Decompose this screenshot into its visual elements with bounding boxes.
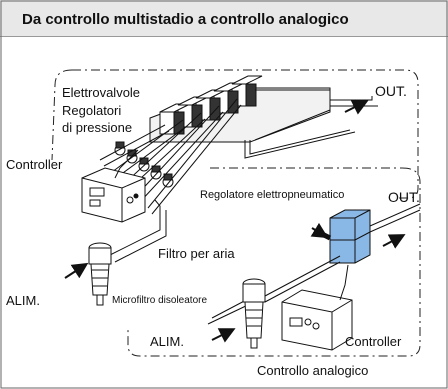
label-out-right: OUT.: [388, 189, 420, 205]
label-alim-bottom: ALIM.: [150, 334, 184, 349]
analog-dash-boundary: [127, 167, 421, 357]
label-controllo-analogico: Controllo analogico: [257, 363, 369, 378]
micro-filter: [242, 278, 266, 349]
label-di-pressione: di pressione: [62, 120, 133, 135]
solenoid-valve-manifold: [149, 75, 331, 143]
label-controller-top: Controller: [6, 157, 63, 172]
label-filtro-per-aria: Filtro per aria: [158, 246, 235, 261]
label-regolatore-elettropneumatico: Regolatore elettropneumatico: [200, 189, 345, 201]
label-controller-bottom: Controller: [345, 334, 402, 349]
air-filter-left: [88, 242, 112, 306]
label-microfiltro: Microfiltro disoleatore: [112, 295, 208, 306]
controller-top-device: [81, 167, 146, 223]
multistage-dash-boundary: [72, 69, 419, 199]
regulator-pipes: [99, 98, 242, 215]
controller-bottom-device: [281, 289, 353, 351]
out-pipe-right: [369, 203, 421, 233]
electropneumatic-regulator: [329, 209, 371, 264]
label-alim-left: ALIM.: [6, 293, 40, 308]
label-out-top: OUT.: [375, 83, 407, 99]
page-title: Da controllo multistadio a controllo ana…: [22, 11, 349, 28]
label-elettrovalvole: Elettrovalvole: [62, 85, 141, 100]
supply-pipe-left: [109, 199, 167, 263]
label-regolatori: Regolatori: [62, 103, 122, 118]
title-bar: [0, 0, 448, 37]
